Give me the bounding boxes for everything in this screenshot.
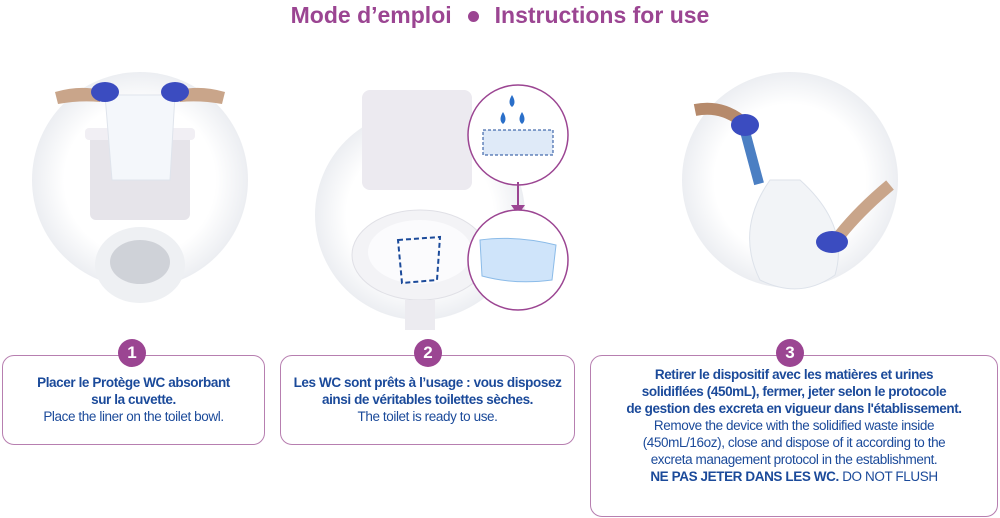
step1-box: Placer le Protège WC absorbant sur la cu… xyxy=(2,355,265,445)
step3-warning: NE PAS JETER DANS LES WC. DO NOT FLUSH xyxy=(591,468,997,485)
step3-illustration xyxy=(682,72,898,290)
step2-en-line: The toilet is ready to use. xyxy=(357,409,498,424)
step2-fr-line: Les WC sont prêts à l’usage : vous dispo… xyxy=(293,375,562,390)
illustrations xyxy=(32,72,898,330)
separator-dot xyxy=(467,11,479,23)
step2-box: Les WC sont prêts à l’usage : vous dispo… xyxy=(280,355,575,445)
step1-badge: 1 xyxy=(118,339,146,367)
page-title: Mode d’emploi Instructions for use xyxy=(0,0,1000,30)
step3-en-line: excreta management protocol in the estab… xyxy=(650,452,938,467)
step3-en-line: Remove the device with the solidified wa… xyxy=(653,418,935,433)
step3-box: Retirer le dispositif avec les matières … xyxy=(590,355,998,517)
step3-fr-line: Retirer le dispositif avec les matières … xyxy=(654,367,934,382)
step2-badge: 2 xyxy=(414,339,442,367)
step3-badge: 3 xyxy=(776,339,804,367)
warning-en: DO NOT FLUSH xyxy=(842,469,938,484)
step1-fr-line: Placer le Protège WC absorbant xyxy=(37,375,230,390)
step1-en-line: Place the liner on the toilet bowl. xyxy=(43,409,224,424)
step3-fr-line: solidiflées (450mL), fermer, jeter selon… xyxy=(641,384,947,399)
step2-illustration xyxy=(315,84,569,330)
title-fr: Mode d’emploi xyxy=(290,2,452,28)
step3-fr-line: de gestion des excreta en vigueur dans l… xyxy=(626,401,962,416)
step3-en-line: (450mL/16oz), close and dispose of it ac… xyxy=(642,435,946,450)
warning-fr: NE PAS JETER DANS LES WC. xyxy=(650,469,839,484)
step1-illustration xyxy=(32,72,248,303)
step1-fr-line: sur la cuvette. xyxy=(91,392,176,407)
title-en: Instructions for use xyxy=(494,2,710,28)
step2-fr-line: ainsi de véritables toilettes sèches. xyxy=(321,392,534,407)
